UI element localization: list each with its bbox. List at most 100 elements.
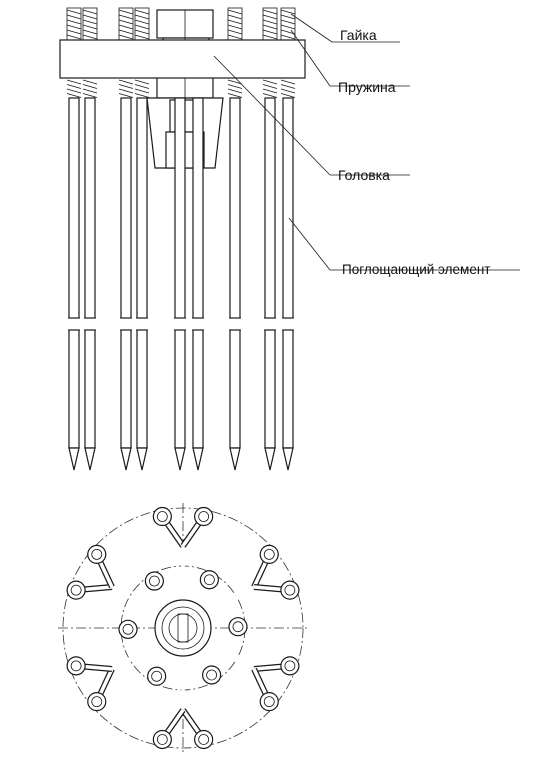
- rod-tip: [282, 447, 294, 471]
- boss-inner: [263, 548, 275, 560]
- spring-turn: [262, 29, 278, 35]
- boss-inner: [232, 621, 244, 633]
- label-nut: Гайка: [340, 27, 377, 43]
- spring-turn: [134, 88, 150, 94]
- spring-turn: [227, 79, 243, 85]
- boss-inner: [156, 511, 168, 522]
- rod-boss: [280, 656, 300, 676]
- spring-turn: [280, 79, 296, 85]
- hub-top-view: [154, 599, 212, 657]
- spring-turn: [280, 9, 296, 15]
- spring-turn: [66, 79, 82, 85]
- spring-turn: [280, 84, 296, 89]
- rod-boss: [152, 729, 172, 750]
- spring-coil-bottom: [262, 79, 278, 98]
- rod-boss: [66, 656, 86, 676]
- spider-arm: [75, 640, 160, 703]
- spring-turn: [134, 93, 150, 98]
- boss-outer: [87, 692, 107, 712]
- spring-coil-top: [66, 7, 82, 41]
- boss-inner: [198, 511, 210, 522]
- spring-turn: [118, 9, 134, 15]
- rod-boss: [118, 619, 138, 639]
- rod-upper-segment: [120, 97, 132, 319]
- rod-lower-segment: [282, 329, 294, 449]
- spring-turn: [262, 9, 278, 15]
- spring-turn: [134, 14, 150, 20]
- rod-tip: [84, 447, 96, 471]
- rod-boss: [199, 570, 219, 590]
- spring-coil-bottom: [118, 79, 134, 98]
- absorber-rod: [262, 7, 278, 471]
- spring-turn: [262, 93, 278, 98]
- spring-turn: [118, 88, 134, 94]
- nut-outline: [227, 7, 243, 41]
- nut-outline: [118, 7, 134, 41]
- boss-inner: [156, 734, 168, 745]
- spring-turn: [227, 14, 243, 20]
- absorber-rod: [192, 97, 204, 471]
- boss-outer: [144, 571, 164, 591]
- arm-bar-fill: [206, 585, 255, 616]
- boss-outer: [152, 729, 172, 750]
- boss-inner: [284, 584, 296, 596]
- nut-outline: [262, 7, 278, 41]
- spring-turn: [82, 19, 98, 25]
- boss-inner: [203, 574, 215, 586]
- boss-outer: [118, 619, 138, 639]
- boss-inner: [284, 660, 296, 672]
- absorber-rod: [118, 7, 134, 471]
- rod-lower-segment: [229, 329, 241, 449]
- rod-tip: [68, 447, 80, 471]
- boss-inner: [148, 575, 160, 587]
- spring-turn: [227, 93, 243, 98]
- spring-turn: [66, 9, 82, 15]
- boss-outer: [199, 570, 219, 590]
- spring-turn: [66, 34, 82, 40]
- spring-turn: [227, 19, 243, 25]
- spring-turn: [227, 29, 243, 35]
- boss-inner: [151, 670, 163, 682]
- boss-inner: [91, 696, 103, 708]
- rod-tip: [120, 447, 132, 471]
- rod-boss: [259, 544, 279, 564]
- rod-boss: [280, 580, 300, 600]
- nut-outline: [66, 7, 82, 41]
- spring-coil-top: [227, 7, 243, 41]
- spring-coil-top: [280, 7, 296, 41]
- rod-tip: [136, 447, 148, 471]
- spring-turn: [262, 88, 278, 94]
- rod-boss: [87, 692, 107, 712]
- hub-middle: [161, 606, 205, 650]
- spring-turn: [262, 84, 278, 89]
- spring-turn: [82, 93, 98, 98]
- boss-inner: [198, 734, 210, 745]
- absorber-rod: [82, 7, 98, 471]
- spring-coil-bottom: [82, 79, 98, 98]
- spring-turn: [134, 19, 150, 25]
- rod-tip: [264, 447, 276, 471]
- rod-boss: [87, 544, 107, 564]
- boss-inner: [91, 548, 103, 560]
- spring-turn: [262, 34, 278, 40]
- boss-outer: [152, 506, 172, 527]
- boss-outer: [280, 580, 300, 600]
- absorber-rod: [134, 7, 150, 471]
- spring-coil-bottom: [227, 79, 243, 98]
- rod-boss: [202, 665, 222, 685]
- boss-outer: [259, 692, 279, 712]
- top-view: [58, 503, 308, 753]
- spring-turn: [66, 24, 82, 30]
- arm-bar-fill: [111, 585, 160, 616]
- rod-upper-segment: [84, 97, 96, 319]
- rod-tip: [229, 447, 241, 471]
- spring-turn: [134, 29, 150, 35]
- spring-turn: [280, 29, 296, 35]
- spring-turn: [66, 19, 82, 25]
- rod-upper-segment: [264, 97, 276, 319]
- spring-turn: [134, 24, 150, 30]
- spider-vane: [59, 39, 306, 79]
- rod-boss: [228, 617, 248, 637]
- rod-upper-segment: [192, 97, 204, 319]
- spring-turn: [227, 9, 243, 15]
